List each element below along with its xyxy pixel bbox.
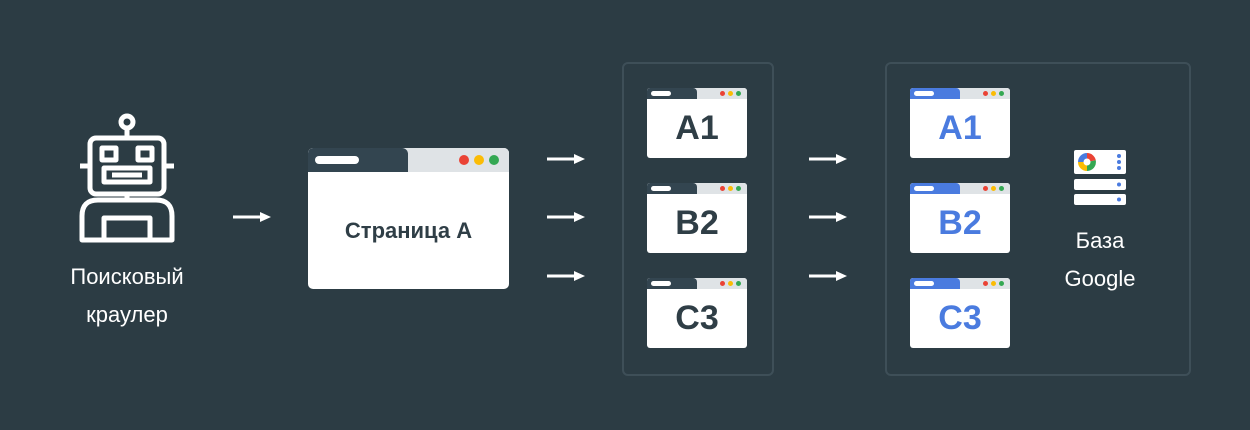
index-group	[885, 62, 1191, 376]
robot-icon	[79, 113, 175, 243]
page-code: A1	[675, 109, 719, 147]
close-dot-icon	[459, 155, 469, 165]
window-tab	[308, 148, 408, 172]
minimize-dot-icon	[474, 155, 484, 165]
crawler-label: Поисковый краулер	[70, 264, 184, 327]
database-label: База Google	[1064, 228, 1136, 291]
maximize-dot-icon	[489, 155, 499, 165]
indexed-window-b2: B2	[910, 183, 1010, 253]
indexed-code: C3	[938, 299, 982, 337]
page-code: B2	[675, 204, 719, 242]
arrow-right-icon	[809, 212, 847, 222]
arrow-right-icon	[547, 154, 585, 164]
page-window-a1: A1	[647, 88, 747, 158]
google-logo-icon	[1078, 153, 1096, 171]
arrow-right-icon	[547, 212, 585, 222]
window-title-bar	[308, 148, 509, 172]
arrow-right-icon	[233, 212, 271, 222]
indexed-code: B2	[938, 204, 982, 242]
page-code: C3	[675, 299, 719, 337]
arrow-right-icon	[547, 271, 585, 281]
indexed-window-a1: A1	[910, 88, 1010, 158]
server-database-icon	[1074, 150, 1126, 205]
page-window-c3: C3	[647, 278, 747, 348]
page-title: Страница A	[344, 217, 473, 243]
pages-group	[622, 62, 774, 376]
indexed-code: A1	[938, 109, 982, 147]
indexed-window-c3: C3	[910, 278, 1010, 348]
arrow-right-icon	[809, 271, 847, 281]
arrow-right-icon	[809, 154, 847, 164]
page-window-b2: B2	[647, 183, 747, 253]
window-controls	[459, 155, 499, 165]
page-window: Страница A	[308, 148, 509, 289]
